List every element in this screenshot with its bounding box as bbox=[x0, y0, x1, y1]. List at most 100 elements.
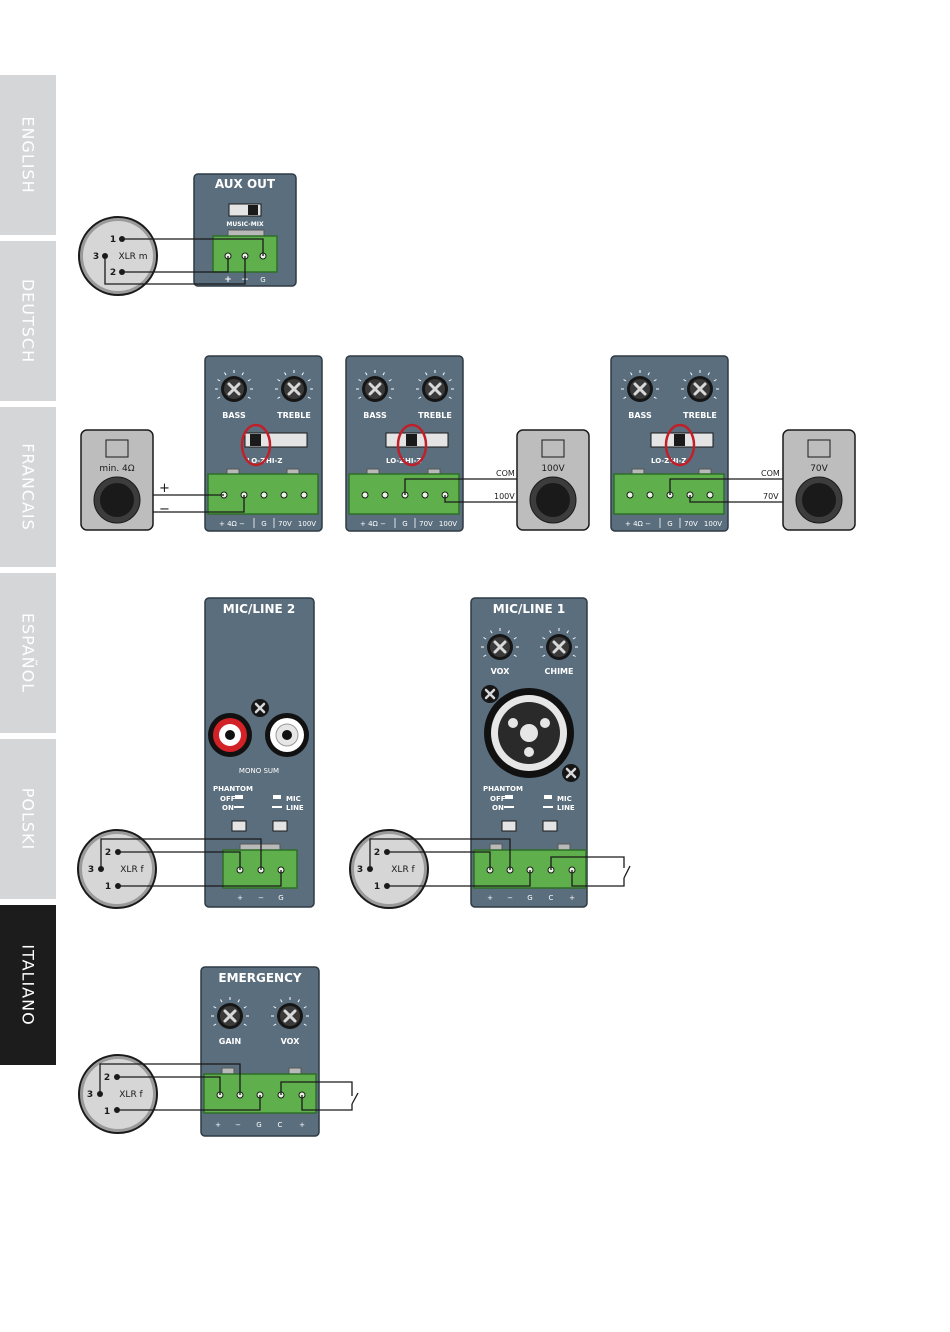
terminal-screw bbox=[706, 491, 714, 499]
speaker-minus-label: − bbox=[159, 502, 170, 517]
speaker-70v-com-label: COM bbox=[761, 469, 780, 478]
rca-left-pin bbox=[225, 730, 235, 740]
music-mix-label: MUSIC-MIX bbox=[226, 221, 264, 228]
em-term-c: C bbox=[278, 1121, 283, 1129]
phantom-off-label-2: OFF bbox=[220, 795, 236, 803]
speaker-100v-wires bbox=[404, 478, 517, 503]
aux-xlr-pin1-label: 1 bbox=[110, 235, 116, 245]
speaker-100v-tap-label: 100V bbox=[494, 492, 515, 501]
speaker-cone-inner bbox=[100, 483, 134, 517]
emergency-title: EMERGENCY bbox=[218, 971, 301, 985]
phantom-button-2[interactable] bbox=[231, 820, 247, 832]
phantom-on-label-2: ON bbox=[222, 804, 234, 812]
impedance-switch-knob-3 bbox=[674, 434, 685, 446]
speaker-70v-tap-label: 70V bbox=[763, 492, 779, 501]
em-xlr-pin3-label: 3 bbox=[87, 1090, 93, 1100]
speaker-100v-label: 100V bbox=[541, 464, 565, 474]
hi-z-label-2: HI-Z bbox=[405, 457, 421, 465]
ml1-xlr-pin3-label: 3 bbox=[357, 865, 363, 875]
speaker-outputs-section: BASS TREBLE LO-Z HI-Z + 4Ω − G 70V 100V … bbox=[80, 355, 856, 532]
ml2-term-plus: + bbox=[237, 894, 243, 902]
speaker-tweeter bbox=[541, 439, 565, 458]
ml1-xlr-label: XLR f bbox=[391, 865, 415, 875]
bass-label-1: BASS bbox=[222, 411, 246, 420]
term-100v-1: 100V bbox=[298, 520, 316, 528]
mic-mode-icon bbox=[544, 795, 552, 799]
ml2-wires bbox=[100, 838, 282, 887]
ml1-term-plus2: + bbox=[569, 894, 575, 902]
phantom-off-icon bbox=[505, 795, 513, 799]
term-g-3: G bbox=[667, 520, 672, 528]
speaker-tweeter bbox=[105, 439, 129, 458]
lo-z-label-3: LO-Z bbox=[651, 457, 669, 465]
mic-line-1-section: MIC/LINE 1 VOX CHIME PHANTOM OFF ON MIC … bbox=[349, 597, 631, 909]
phantom-off-label-1: OFF bbox=[490, 795, 506, 803]
ml1-wires bbox=[369, 838, 631, 887]
ml1-xlr-pin1-label: 1 bbox=[374, 882, 380, 892]
bass-label-2: BASS bbox=[363, 411, 387, 420]
ml2-xlr-pin2-label: 2 bbox=[105, 848, 111, 858]
tab-deutsch[interactable]: DEUTSCH bbox=[0, 241, 56, 401]
tab-english[interactable]: ENGLISH bbox=[0, 75, 56, 235]
term-100v-3: 100V bbox=[704, 520, 722, 528]
term-70v-1: 70V bbox=[278, 520, 292, 528]
mic-line-1-title: MIC/LINE 1 bbox=[493, 602, 565, 616]
aux-terminal-plus-label: + bbox=[224, 275, 232, 285]
line-mode-icon bbox=[272, 806, 282, 808]
tab-polski[interactable]: POLSKI bbox=[0, 739, 56, 899]
term-70v-2: 70V bbox=[419, 520, 433, 528]
terminal-screw bbox=[421, 491, 429, 499]
term-70v-3: 70V bbox=[684, 520, 698, 528]
tab-italiano[interactable]: ITALIANO bbox=[0, 905, 56, 1065]
speaker-cone-inner bbox=[536, 483, 570, 517]
tab-francais[interactable]: FRANCAIS bbox=[0, 407, 56, 567]
gain-label: GAIN bbox=[219, 1037, 241, 1046]
combo-jack-pin bbox=[508, 718, 518, 728]
lo-z-label-1: LO-Z bbox=[247, 457, 265, 465]
mic-label-2: MIC bbox=[286, 795, 301, 803]
ml1-term-minus: − bbox=[507, 894, 513, 902]
terminal-screw bbox=[300, 491, 308, 499]
hi-z-label-3: HI-Z bbox=[670, 457, 686, 465]
terminal-screw bbox=[381, 491, 389, 499]
highlight-ring-1 bbox=[240, 423, 272, 467]
mono-sum-label: MONO SUM bbox=[239, 767, 279, 775]
screw-icon bbox=[479, 683, 501, 705]
aux-xlr-pin2-label: 2 bbox=[110, 268, 116, 278]
speaker-4ohm-wires bbox=[153, 494, 245, 513]
screw-icon bbox=[560, 762, 582, 784]
em-xlr-pin2-label: 2 bbox=[104, 1073, 110, 1083]
term-4ohm-2: + 4Ω − bbox=[360, 520, 386, 528]
terminal-screw bbox=[646, 491, 654, 499]
ml2-term-g: G bbox=[278, 894, 283, 902]
tab-espanol[interactable]: ESPAÑOL bbox=[0, 573, 56, 733]
phantom-button-1[interactable] bbox=[501, 820, 517, 832]
terminal-screw bbox=[260, 491, 268, 499]
combo-jack-center bbox=[520, 724, 538, 742]
highlight-ring-2 bbox=[396, 423, 428, 467]
phantom-on-icon bbox=[504, 806, 514, 808]
ml2-xlr-label: XLR f bbox=[120, 865, 144, 875]
bass-label-3: BASS bbox=[628, 411, 652, 420]
terminal-screw bbox=[361, 491, 369, 499]
ml2-xlr-pin1-label: 1 bbox=[105, 882, 111, 892]
speaker-cone-inner bbox=[802, 483, 836, 517]
speaker-100v-com-label: COM bbox=[496, 469, 515, 478]
aux-terminal-g-label: G bbox=[260, 276, 265, 284]
speaker-4ohm-label: min. 4Ω bbox=[99, 464, 134, 474]
highlight-ring-3 bbox=[664, 423, 696, 467]
treble-label-2: TREBLE bbox=[418, 411, 452, 420]
speaker-tweeter bbox=[807, 439, 831, 458]
terminal-screw bbox=[626, 491, 634, 499]
combo-jack-pin bbox=[524, 747, 534, 757]
mic-label-1: MIC bbox=[557, 795, 572, 803]
term-4ohm-1: + 4Ω − bbox=[219, 520, 245, 528]
line-label-2: LINE bbox=[286, 804, 304, 812]
term-g-1: G bbox=[261, 520, 266, 528]
hi-z-label-1: HI-Z bbox=[266, 457, 282, 465]
em-xlr-pin1-label: 1 bbox=[104, 1107, 110, 1117]
treble-label-3: TREBLE bbox=[683, 411, 717, 420]
mic-line-button-2[interactable] bbox=[272, 820, 288, 832]
mic-line-button-1[interactable] bbox=[542, 820, 558, 832]
speaker-plus-label: + bbox=[159, 481, 170, 496]
